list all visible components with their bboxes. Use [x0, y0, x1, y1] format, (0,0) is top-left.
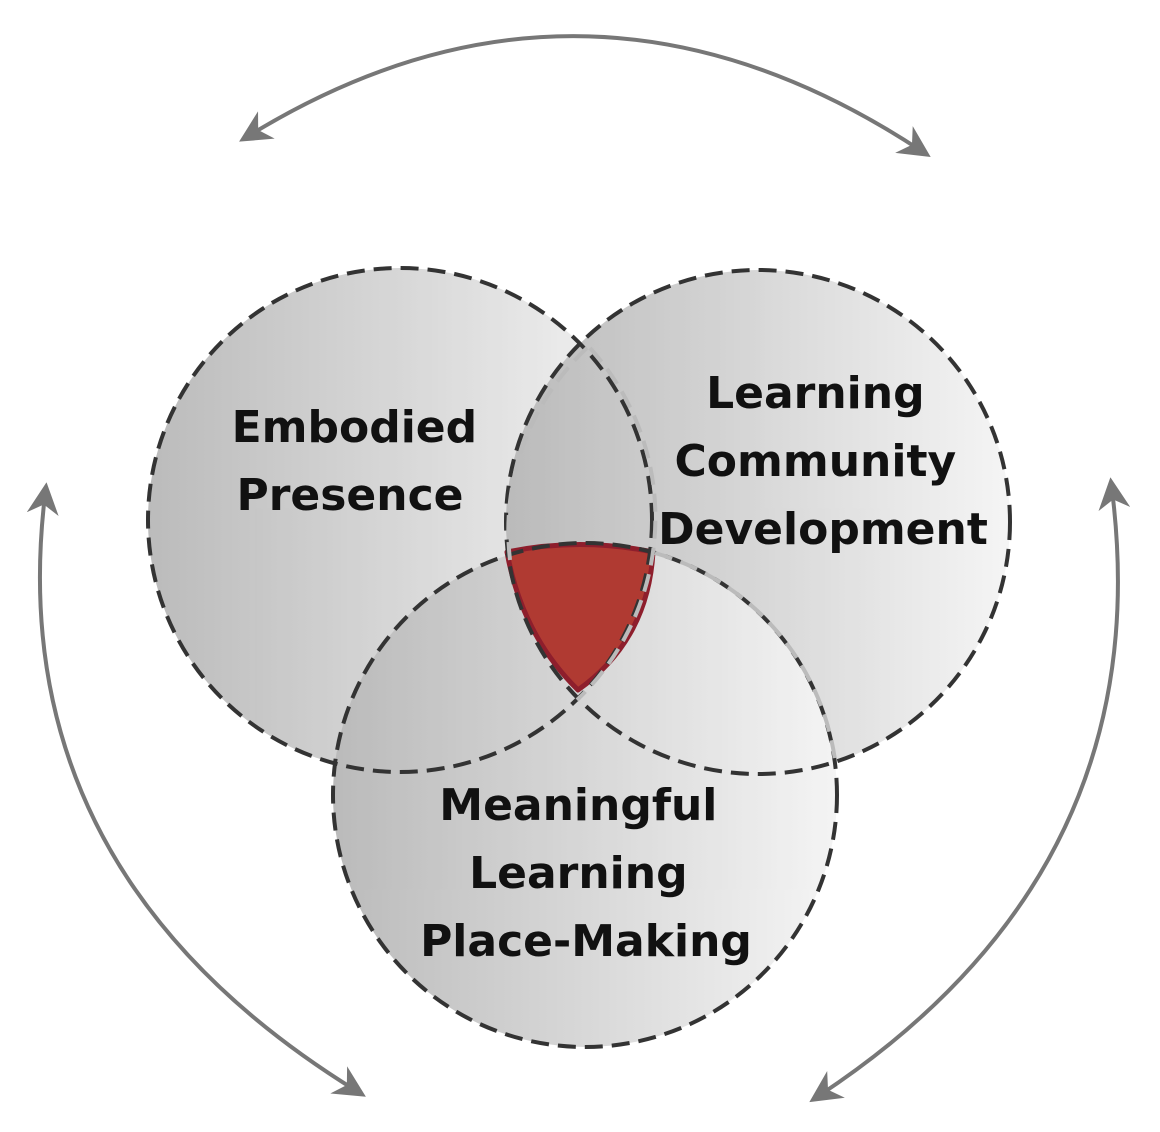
inner-arc-place	[654, 551, 837, 761]
top-double-arrow	[239, 34, 931, 158]
outline-place-making	[331, 541, 839, 1049]
left-double-arrow	[26, 482, 366, 1097]
label-place-making: Meaningful Learning Place-Making	[420, 780, 752, 967]
right-double-arrow	[809, 477, 1131, 1103]
circle-place-making	[333, 543, 837, 1047]
inner-arc-community	[506, 343, 592, 561]
inner-arc-embodied	[575, 346, 658, 702]
label-learning-community: Learning Community Development	[658, 368, 988, 555]
outline-embodied-presence	[146, 266, 654, 774]
label-embodied-presence: Embodied Presence	[232, 402, 493, 521]
outline-learning-community	[504, 268, 1012, 776]
